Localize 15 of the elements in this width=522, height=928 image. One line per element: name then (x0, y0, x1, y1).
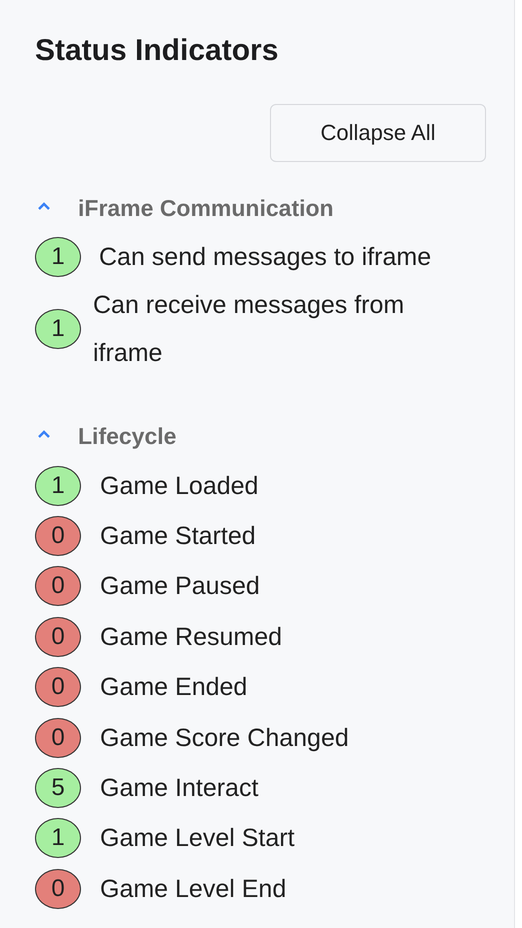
status-label: Game Started (100, 521, 257, 552)
status-label: Game Score Changed (100, 723, 350, 754)
section-heading: Lifecycle (78, 423, 176, 450)
section-heading: iFrame Communication (78, 195, 334, 222)
status-label: Game Loaded (100, 471, 260, 502)
status-label: Game Level End (100, 874, 288, 905)
status-label: Can receive messages from iframe (93, 290, 406, 369)
status-label: Game Interact (100, 773, 260, 804)
status-label: Game Ended (100, 672, 248, 703)
collapse-button: Collapse All (270, 104, 486, 162)
status-label: Game Resumed (100, 622, 284, 653)
status-label: Game Level Start (100, 823, 296, 854)
status-label: Game Paused (100, 571, 261, 602)
status-label: Can send messages to iframe (99, 242, 432, 273)
panel-title: Status Indicators (35, 34, 278, 68)
